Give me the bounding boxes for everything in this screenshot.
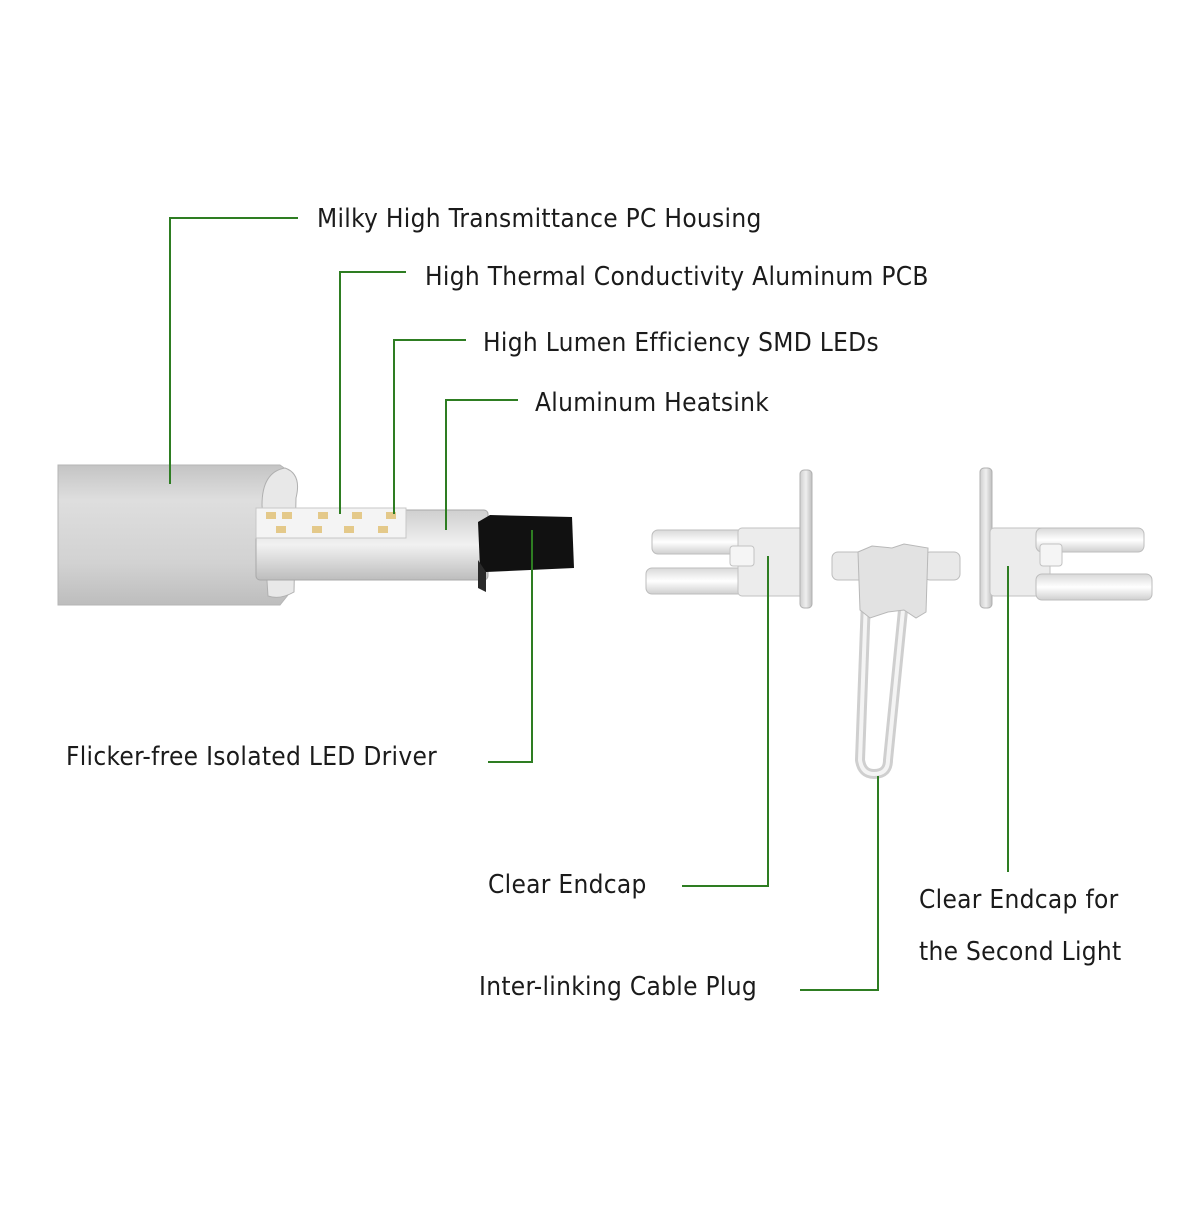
clear-endcap-second-part: [979, 467, 1153, 609]
label-leds: High Lumen Efficiency SMD LEDs: [483, 328, 879, 358]
leader-line-heatsink: [445, 399, 518, 530]
endcap-socket: [729, 545, 755, 567]
smd-led: [378, 526, 388, 533]
smd-led-chips: [266, 512, 396, 533]
smd-led: [266, 512, 276, 519]
led-tube: [57, 464, 574, 606]
cable-plug-head-right: [923, 551, 961, 581]
label-pcb: High Thermal Conductivity Aluminum PCB: [425, 262, 929, 292]
leader-line-leds: [393, 339, 466, 514]
aluminum-pcb: [255, 507, 407, 539]
leader-line-driver: [488, 530, 533, 763]
label-endcap-second: Clear Endcap for the Second Light: [919, 874, 1122, 978]
label-driver: Flicker-free Isolated LED Driver: [66, 742, 438, 772]
label-endcap: Clear Endcap: [488, 870, 647, 900]
label-cable-plug: Inter-linking Cable Plug: [479, 972, 757, 1002]
leader-line-pcb: [339, 271, 406, 514]
label-endcap-second-line1: Clear Endcap for: [919, 885, 1119, 915]
endcap2-socket: [1039, 543, 1063, 567]
smd-led: [344, 526, 354, 533]
cable-plug-part: [831, 543, 961, 779]
leader-line-endcap: [682, 556, 769, 887]
cable-plug-housing: [857, 543, 929, 619]
label-housing: Milky High Transmittance PC Housing: [317, 204, 762, 234]
smd-led: [282, 512, 292, 519]
endcap-plate: [799, 469, 813, 609]
led-driver: [478, 515, 574, 572]
label-endcap-second-line2: the Second Light: [919, 937, 1122, 967]
endcap2-pin-bottom: [1035, 573, 1153, 601]
cable-plug-loop-inner: [857, 599, 906, 777]
clear-endcap-part: [645, 469, 813, 609]
smd-led: [352, 512, 362, 519]
smd-led: [386, 512, 396, 519]
led-driver-edge: [478, 560, 486, 592]
smd-led: [318, 512, 328, 519]
smd-led: [276, 526, 286, 533]
leader-line-housing: [169, 217, 298, 484]
leader-lines: [169, 217, 1009, 991]
smd-led: [312, 526, 322, 533]
leader-line-cable-plug: [800, 776, 879, 991]
label-heatsink: Aluminum Heatsink: [535, 388, 770, 418]
endcap2-pin-top: [1035, 527, 1145, 553]
